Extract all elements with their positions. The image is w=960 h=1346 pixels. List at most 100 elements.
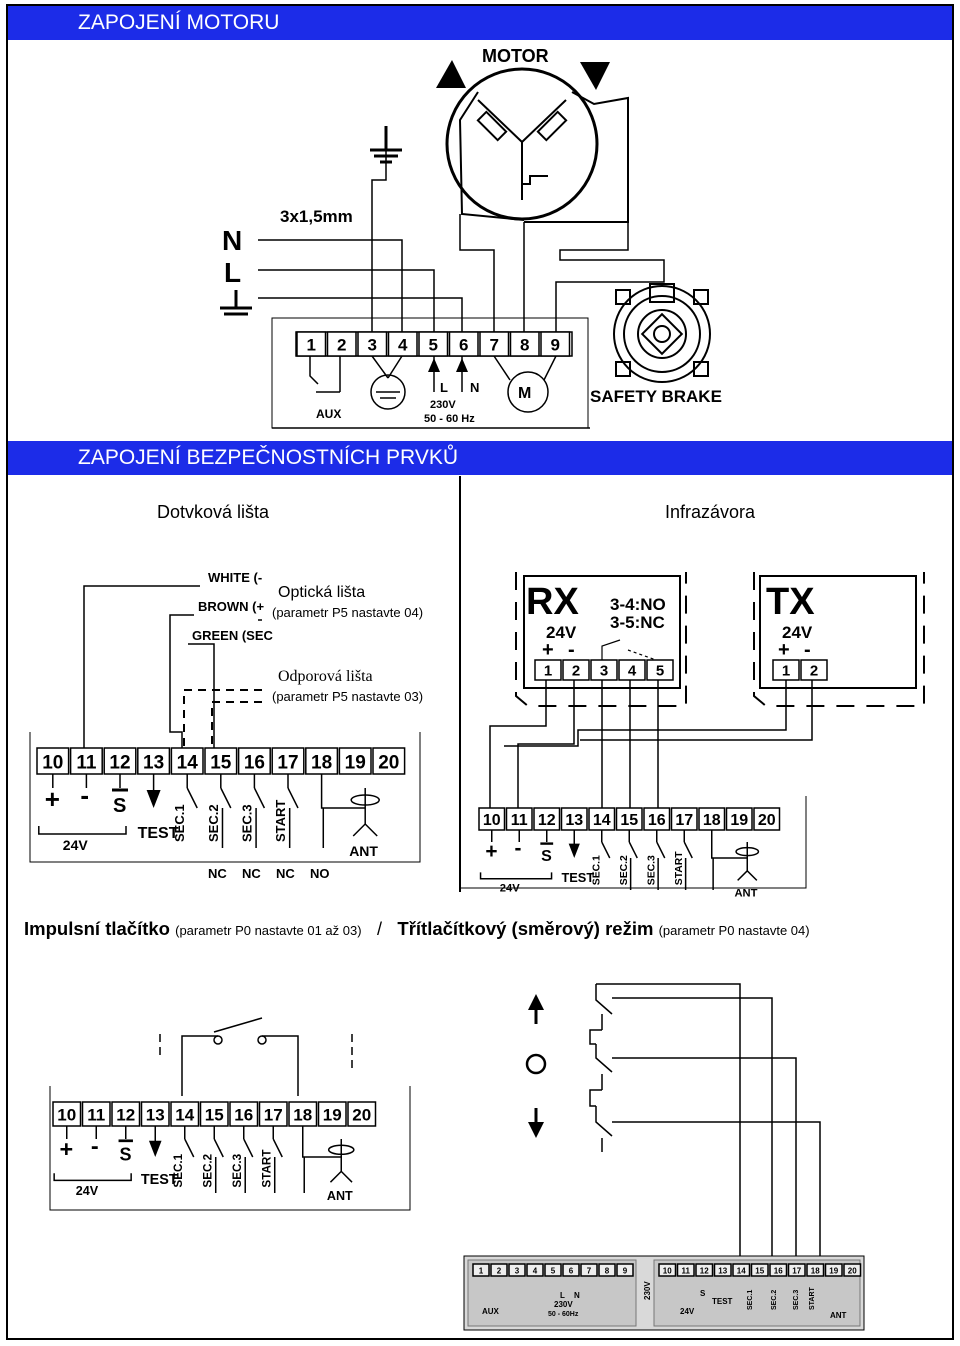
svg-text:230V: 230V (554, 1300, 573, 1309)
svg-text:AUX: AUX (482, 1307, 500, 1316)
board-terminal-label: 10 (42, 752, 63, 773)
board-terminal-label: 12 (116, 1106, 135, 1125)
board-sign: SEC.2 (206, 804, 221, 842)
impulse-title: Impulsní tlačítko (24, 918, 170, 939)
safety-brake-icon (613, 283, 711, 383)
full-board-terminal-box (787, 1263, 806, 1277)
wire-brown-label: BROWN (+ (198, 599, 264, 614)
svg-text:-: - (568, 639, 575, 661)
board-terminal-box (81, 1101, 111, 1127)
tx-transmitter (753, 572, 925, 707)
board-terminal-box (317, 1101, 347, 1127)
full-board-terminal-label: 7 (587, 1266, 592, 1275)
board-terminal-box (753, 807, 781, 831)
svg-text:230V: 230V (643, 1281, 652, 1300)
photocell-header: Infrazávora (665, 502, 756, 522)
motor-terminal-box (387, 331, 418, 357)
board-sign: - (80, 780, 89, 810)
board-sign: SEC.3 (231, 1153, 244, 1187)
board-sign: SEC.2 (619, 855, 630, 885)
tx-terminal-label: 1 (782, 663, 790, 680)
board-terminal-label: 17 (264, 1106, 283, 1125)
section-divider (459, 476, 461, 892)
wire-white-label: WHITE (- (208, 570, 262, 585)
section-title-motor: ZAPOJENÍ MOTORU (8, 6, 952, 40)
motor-terminal-box (296, 331, 327, 357)
board-sign: S (541, 848, 552, 865)
motor-terminal-label: 8 (520, 336, 529, 355)
full-board-terminal-label: 4 (533, 1266, 538, 1275)
full-board-terminal-label: 9 (623, 1266, 628, 1275)
optical-edge-param: (parametr P5 nastavte 04) (272, 605, 424, 620)
board-sign: 24V (500, 883, 520, 895)
full-board-terminal-box (658, 1263, 677, 1277)
svg-text:S: S (700, 1289, 706, 1298)
board-terminal-label: 14 (177, 752, 199, 773)
board-terminal-label: 16 (648, 812, 666, 829)
board-sign: START (674, 851, 685, 886)
motor-terminal-box (479, 331, 510, 357)
l-label: L (224, 257, 241, 288)
full-board-terminal-box (843, 1263, 862, 1277)
board-sign: START (273, 800, 288, 842)
full-board-terminal-box (732, 1263, 751, 1277)
svg-text:SEC.1: SEC.1 (747, 1290, 754, 1310)
board-sign: ANT (734, 887, 757, 899)
motor-terminal-label: 5 (429, 336, 438, 355)
motor-terminal-label: 2 (337, 336, 346, 355)
motor-terminal-box (326, 331, 357, 357)
full-board-terminal-label: 17 (792, 1266, 801, 1275)
frequency-label: 50 - 60 Hz (424, 413, 475, 425)
full-board-terminal-label: 13 (718, 1266, 727, 1275)
svg-text:50 - 60Hz: 50 - 60Hz (548, 1311, 579, 1318)
board-sign: SEC.1 (172, 804, 187, 842)
board-sign: SEC.1 (591, 855, 602, 885)
tx-terminal-box (800, 659, 828, 681)
board-sign: TEST (141, 1172, 178, 1188)
rx-terminal-label: 2 (572, 663, 580, 680)
svg-text:3-5:NC: 3-5:NC (610, 613, 665, 632)
motor-terminal-label: 4 (398, 336, 408, 355)
board-sign: SEC.3 (646, 855, 657, 885)
board-sign: - (91, 1132, 99, 1158)
stop-circle-icon (525, 1053, 547, 1075)
board-sign: 24V (76, 1184, 99, 1198)
tx-terminal-label: 2 (810, 663, 818, 680)
board-terminal-label: 11 (87, 1106, 105, 1125)
board-terminal-label: 18 (293, 1106, 312, 1125)
board-sign: - (514, 837, 521, 860)
full-board-terminal-box (526, 1263, 544, 1277)
rx-terminal-label: 3 (600, 663, 608, 680)
svg-text:TEST: TEST (712, 1297, 733, 1306)
board-sign: TEST (138, 825, 179, 842)
motor-terminal-box (418, 331, 449, 357)
full-board-terminal-label: 19 (829, 1266, 838, 1275)
motor-m-label: M (518, 385, 531, 402)
board-terminal-label: 19 (323, 1106, 342, 1125)
aux-label: AUX (316, 407, 341, 421)
full-board-terminal-box (598, 1263, 616, 1277)
full-board-terminal-label: 15 (755, 1266, 764, 1275)
motor-terminal-label: 1 (307, 336, 316, 355)
full-board-terminal-label: 16 (774, 1266, 783, 1275)
three-button-param: (parametr P0 nastavte 04) (658, 923, 810, 938)
svg-text:SEC.2: SEC.2 (771, 1290, 778, 1310)
rx-terminal-box (562, 659, 590, 681)
board-sign: SEC.1 (172, 1153, 185, 1187)
full-board-terminal-label: 3 (515, 1266, 520, 1275)
ground-icon-2 (220, 290, 252, 316)
cable-label: 3x1,5mm (280, 207, 353, 226)
motor-wiring-diagram: MOTOR 3x1,5mm N L (220, 46, 722, 429)
board-terminal-label: 14 (593, 812, 611, 829)
full-board-terminal-box (616, 1263, 634, 1277)
board-sign: START (261, 1149, 274, 1188)
board-sign: S (119, 1145, 131, 1165)
board-terminal-label: 15 (205, 1106, 224, 1125)
board-terminal-label: 15 (620, 812, 638, 829)
contact-type-label: NC (276, 866, 295, 881)
three-button-title: Třítlačítkový (směrový) režim (397, 918, 654, 939)
rx-terminal-box (590, 659, 618, 681)
board-sign: ANT (349, 843, 378, 859)
